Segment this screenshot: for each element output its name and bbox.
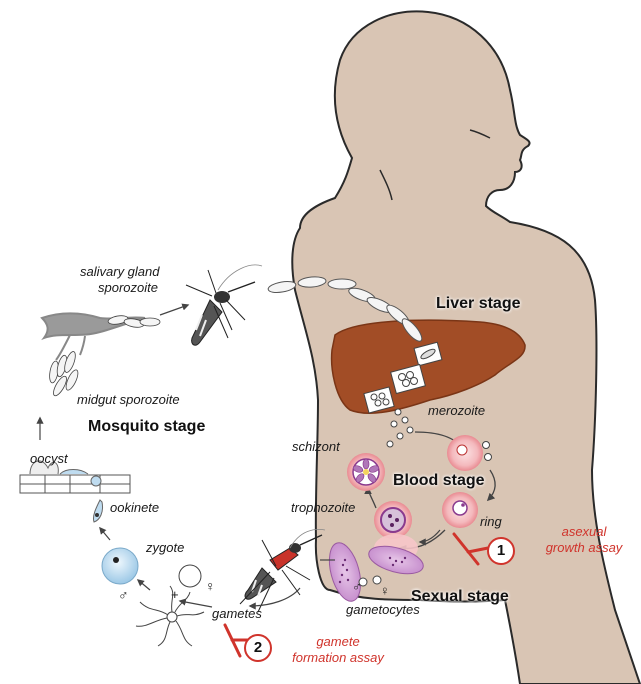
- label-salivary-gland: salivary gland: [80, 264, 160, 279]
- assay-asexual-line1: asexual: [561, 524, 607, 539]
- label-ookinete: ookinete: [110, 500, 160, 515]
- label-oocyst: oocyst: [30, 451, 68, 466]
- salivary-sporozoites: [107, 315, 161, 328]
- salivary-gland: [40, 312, 146, 361]
- label-midgut-sporozoite: midgut sporozoite: [77, 392, 180, 407]
- male-symbol-zygote: ♂: [118, 587, 129, 603]
- label-ring: ring: [480, 514, 502, 529]
- assay-1-badge: 1: [487, 537, 515, 565]
- assay-asexual-label: asexual growth assay: [529, 524, 639, 557]
- gametocyte-right: [368, 534, 424, 575]
- label-gametes: gametes: [212, 606, 262, 621]
- label-trophozoite: trophozoite: [291, 500, 356, 515]
- rbc-ring: [442, 492, 478, 528]
- mosquito-top: [185, 264, 263, 346]
- label-merozoite: merozoite: [428, 403, 486, 418]
- stage-mosquito: Mosquito stage: [88, 418, 206, 435]
- male-symbol-gametocyte: ♂: [352, 579, 362, 594]
- ookinete-cell: [93, 499, 103, 523]
- label-gametocytes: gametocytes: [346, 602, 420, 617]
- rbc-schizont: [347, 453, 385, 491]
- mosquito-bottom: [239, 529, 326, 613]
- label-schizont: schizont: [292, 439, 340, 454]
- stage-liver: Liver stage: [436, 295, 521, 312]
- male-gamete: [135, 585, 205, 647]
- stage-sexual: Sexual stage: [411, 588, 509, 605]
- female-gamete: [178, 564, 202, 588]
- plus-symbol: +: [171, 587, 179, 602]
- midgut-sporozoites: [49, 351, 79, 397]
- female-symbol-gametocyte: ♀: [380, 583, 390, 598]
- assay-gamete-label: gamete formation assay: [275, 634, 401, 667]
- label-sporozoite: sporozoite: [98, 280, 158, 295]
- zygote-cell: [101, 547, 139, 585]
- hepatocytes: [363, 341, 443, 414]
- rbc-trophozoite: [374, 501, 412, 539]
- rbc-merozoite-entry: [447, 435, 492, 471]
- gametocyte-left: [328, 542, 362, 602]
- inhibition-1: [452, 532, 490, 566]
- assay-gamete-line1: gamete: [316, 634, 360, 649]
- label-zygote: zygote: [146, 540, 185, 555]
- assay-2-badge: 2: [244, 634, 272, 662]
- assay-asexual-line2: growth assay: [545, 540, 623, 556]
- merozoites-released: [386, 408, 414, 448]
- midgut-wall: [19, 460, 131, 494]
- stage-blood: Blood stage: [393, 472, 485, 489]
- liver-sporozoites: [267, 276, 423, 342]
- assay-gamete-line2: formation assay: [292, 650, 384, 666]
- female-symbol-gamete: ♀: [205, 578, 216, 594]
